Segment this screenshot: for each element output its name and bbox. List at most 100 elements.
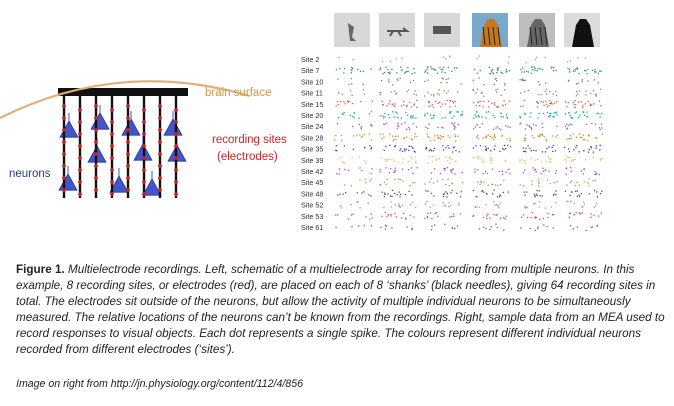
spike xyxy=(451,100,454,103)
spike xyxy=(383,207,385,209)
spike xyxy=(578,72,580,75)
spike xyxy=(379,68,381,70)
spike xyxy=(554,102,556,104)
spike xyxy=(483,181,485,183)
spike xyxy=(578,194,580,196)
spike xyxy=(521,79,523,81)
spike xyxy=(370,225,372,227)
spike xyxy=(533,203,535,205)
spike xyxy=(406,128,408,130)
spike xyxy=(472,147,475,149)
spike xyxy=(578,90,580,92)
spike xyxy=(364,147,366,149)
spike xyxy=(509,100,511,102)
neuron xyxy=(109,175,129,193)
spike xyxy=(598,127,601,129)
spike xyxy=(564,146,566,149)
spike xyxy=(454,67,456,69)
spike xyxy=(434,69,436,71)
spike xyxy=(594,137,597,139)
spike xyxy=(441,126,443,128)
spike xyxy=(438,94,440,96)
spike xyxy=(588,178,590,180)
spike xyxy=(522,79,524,82)
spike xyxy=(408,128,411,130)
spike xyxy=(524,113,526,115)
spike xyxy=(475,92,477,94)
spike xyxy=(523,90,526,93)
spike xyxy=(442,66,445,68)
spike xyxy=(587,80,589,82)
spike xyxy=(474,156,476,158)
spike xyxy=(437,93,439,95)
spike xyxy=(348,100,350,103)
spike xyxy=(495,89,497,91)
spike xyxy=(577,57,579,59)
spike xyxy=(451,227,454,229)
spike xyxy=(350,185,352,187)
raster-row: Site 39 xyxy=(301,155,604,165)
spike xyxy=(503,144,506,147)
recording-site xyxy=(94,140,98,144)
spike xyxy=(474,171,476,173)
spike xyxy=(522,67,524,69)
spike xyxy=(395,58,398,60)
spike xyxy=(337,157,339,160)
neuron xyxy=(142,178,162,196)
spike xyxy=(432,182,435,184)
spike xyxy=(337,78,339,80)
spike xyxy=(451,151,454,153)
spike xyxy=(482,160,484,163)
spike xyxy=(410,106,413,108)
spike xyxy=(600,123,603,125)
spike xyxy=(384,192,386,194)
recording-site xyxy=(174,120,178,124)
spike xyxy=(497,196,499,198)
spike xyxy=(583,149,585,152)
spike xyxy=(410,115,412,117)
spike xyxy=(352,125,354,128)
neurons-layer xyxy=(58,105,187,196)
spike xyxy=(550,102,552,105)
spike xyxy=(541,195,543,197)
spike xyxy=(433,139,436,141)
spike xyxy=(596,224,598,227)
figure-label: Figure 1. xyxy=(16,263,65,276)
recording-site xyxy=(78,180,82,184)
spike xyxy=(433,195,435,197)
spike xyxy=(447,90,449,92)
spike xyxy=(591,226,594,228)
spike xyxy=(529,147,531,149)
spike xyxy=(457,91,459,93)
spike xyxy=(553,181,556,184)
spike xyxy=(580,170,582,172)
spike xyxy=(486,217,488,220)
spike xyxy=(565,160,567,162)
spike xyxy=(412,182,414,184)
spike xyxy=(391,68,393,70)
spike xyxy=(439,67,441,69)
site-label: Site 11 xyxy=(301,89,323,98)
spike xyxy=(403,148,406,150)
spike xyxy=(582,111,584,113)
spike xyxy=(570,137,572,139)
spike xyxy=(344,162,346,164)
spike xyxy=(407,67,409,69)
spike xyxy=(543,104,545,107)
spike xyxy=(569,114,571,116)
spike xyxy=(414,72,416,74)
spike xyxy=(351,94,353,96)
spike xyxy=(583,181,585,183)
spike xyxy=(362,89,365,91)
spike xyxy=(477,101,479,104)
spike xyxy=(392,84,394,86)
spike xyxy=(411,194,413,196)
spike xyxy=(479,126,481,128)
spike xyxy=(413,68,415,70)
spike xyxy=(493,201,495,203)
spike xyxy=(526,206,529,209)
spike xyxy=(595,93,597,96)
spike xyxy=(598,173,600,176)
spike xyxy=(580,192,582,195)
spike xyxy=(495,184,497,186)
